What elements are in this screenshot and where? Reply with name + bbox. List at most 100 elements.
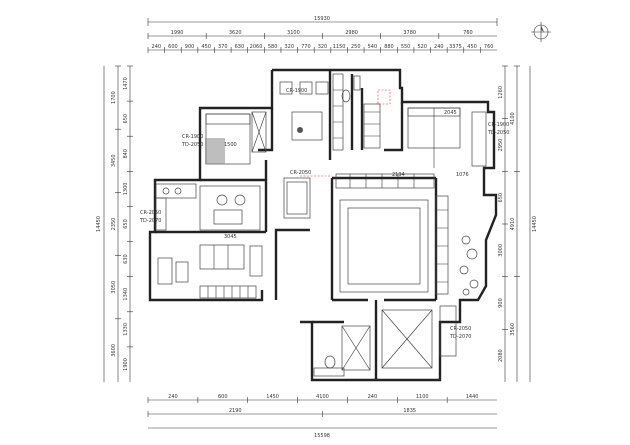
cabinet — [332, 73, 344, 151]
rug — [205, 138, 225, 164]
dimension-label: 450 — [201, 44, 211, 50]
dimension-label: 1100 — [416, 394, 429, 400]
dimension-label: 3375 — [449, 44, 462, 50]
dimension-label: 760 — [484, 44, 494, 50]
inner-dim-2194: 2194 — [392, 172, 405, 178]
dimension-label: 770 — [301, 44, 311, 50]
dimension-label: 4100 — [316, 394, 329, 400]
dimension-label: 3050 — [111, 281, 117, 294]
dimension-label: 840 — [123, 149, 129, 159]
dimension-label: 1990 — [171, 30, 184, 36]
dimension-label: 3600 — [111, 344, 117, 357]
dimension-label: 600 — [218, 394, 228, 400]
dimension-label: 1330 — [123, 323, 129, 336]
inner-dim-1076: 1076 — [456, 172, 469, 178]
left-dimension-chain: 14450 1700 3450 2350 3050 3600 1470 650 840 130… — [96, 65, 133, 382]
bedroom-bed — [381, 309, 433, 369]
dining-area — [199, 185, 261, 231]
room-code-8: TD-2070 — [449, 334, 471, 340]
interior-walls — [155, 70, 438, 380]
dimension-label: 320 — [284, 44, 294, 50]
dimension-label: 1470 — [123, 77, 129, 90]
room-code-2: TD-2050 — [181, 142, 203, 148]
dimension-label: 1260 — [498, 86, 504, 99]
dimension-label: 250 — [351, 44, 361, 50]
dimension-label: 1150 — [333, 44, 346, 50]
dimension-label: 540 — [368, 44, 378, 50]
dimension-label: 1300 — [123, 183, 129, 196]
dimension-label: 2190 — [229, 408, 242, 414]
bottom-dimension-chain: 240 600 1450 4100 240 1100 1440 2190 1835 15598 — [147, 394, 497, 439]
dimension-label: 650 — [123, 114, 129, 124]
dimension-label: 240 — [368, 394, 378, 400]
exterior-walls — [148, 68, 498, 382]
left-overall-dim: 14450 — [96, 216, 102, 232]
dimension-label: 1700 — [111, 91, 117, 104]
right-dimension-chain: 14450 4100 4910 3560 1260 2950 650 3000 900 208… — [498, 65, 538, 382]
dimension-label: 1340 — [123, 288, 129, 301]
dimension-label: 630 — [123, 254, 129, 264]
inner-dimensions: 1500 3045 2194 1076 2045 — [224, 110, 469, 240]
room-code-10: CR-2050 — [290, 170, 311, 176]
dimension-label: 2980 — [345, 30, 358, 36]
shower — [341, 325, 371, 371]
dimension-label: 3000 — [498, 244, 504, 257]
dimension-label: 650 — [498, 193, 504, 203]
dimension-label: 2350 — [111, 218, 117, 231]
dimension-label: 580 — [268, 44, 278, 50]
dimension-label: 370 — [218, 44, 228, 50]
dimension-label: 3780 — [403, 30, 416, 36]
north-arrow-icon — [531, 22, 551, 42]
dimension-label: 320 — [318, 44, 328, 50]
bottom-toilet — [324, 355, 336, 369]
room-code-4: TD-2070 — [139, 218, 161, 224]
dimension-label: 1440 — [466, 394, 479, 400]
dimension-label: 600 — [168, 44, 178, 50]
dimension-label: 3620 — [229, 30, 242, 36]
dimension-label: 880 — [384, 44, 394, 50]
plants — [459, 235, 479, 296]
dimension-label: 630 — [235, 44, 245, 50]
dimension-label: 3450 — [111, 154, 117, 167]
room-code-7: CR-2050 — [450, 326, 471, 332]
dimension-label: 240 — [434, 44, 444, 50]
dimension-label: 4100 — [510, 112, 516, 125]
dimension-label: 2080 — [498, 349, 504, 362]
room-code-5: CR-1900 — [488, 122, 509, 128]
room-code-1: CR-1900 — [182, 134, 203, 140]
dimension-label: 3560 — [510, 323, 516, 336]
bottom-overall-dim: 15598 — [314, 433, 330, 439]
dimension-label: 4910 — [510, 218, 516, 231]
room-codes: CR-1900 TD-2050 CR-2050 TD-2070 CR-1900 … — [139, 88, 509, 340]
room-code-6: TD-2050 — [487, 130, 509, 136]
dimension-label: 520 — [417, 44, 427, 50]
living-room-rug — [339, 199, 429, 293]
room-code-3: CR-2050 — [140, 210, 161, 216]
dimension-label: 1900 — [123, 358, 129, 371]
dimension-label: 1450 — [266, 394, 279, 400]
dimension-label: 2060 — [250, 44, 263, 50]
toilet — [341, 89, 351, 103]
sofa — [199, 244, 245, 270]
inner-dim-1500: 1500 — [224, 142, 237, 148]
tv-cabinet — [435, 195, 449, 295]
desk — [291, 111, 323, 141]
inner-dim-3045: 3045 — [224, 234, 237, 240]
dimension-label: 450 — [467, 44, 477, 50]
dimension-label: 550 — [401, 44, 411, 50]
shoe-cabinet — [283, 177, 311, 219]
dimension-label: 1835 — [403, 408, 416, 414]
dimension-label: 900 — [498, 298, 504, 308]
dimension-label: 650 — [123, 219, 129, 229]
wardrobe — [251, 111, 267, 153]
right-overall-dim: 14450 — [532, 216, 538, 232]
dimension-label: 240 — [168, 394, 178, 400]
room-code-9: CR-1900 — [286, 88, 307, 94]
top-overall-dim: 15930 — [314, 16, 330, 22]
dimension-label: 900 — [185, 44, 195, 50]
inner-dim-2045: 2045 — [444, 110, 457, 116]
dimension-label: 2950 — [498, 139, 504, 152]
furniture — [155, 73, 487, 377]
